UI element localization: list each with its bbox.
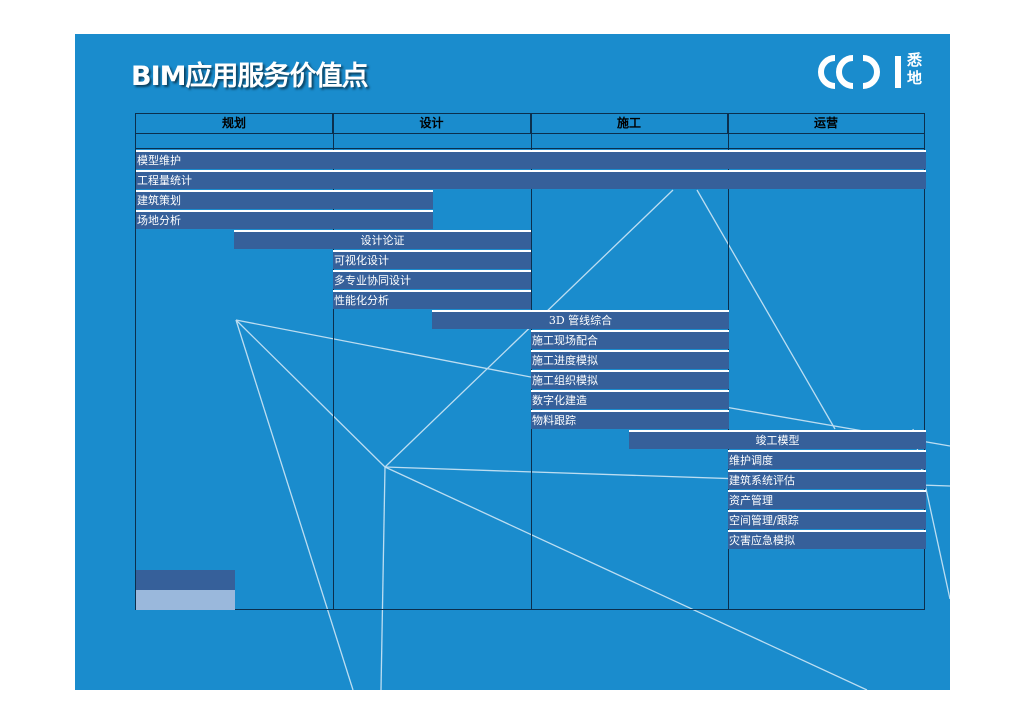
legend-swatch-light xyxy=(136,590,235,610)
task-bar-maintenance-scheduling: 维护调度 xyxy=(728,450,926,469)
slide: BIM应用服务价值点 悉 地 规划 设计 施工 运营 模型维护 工程量统计 建筑… xyxy=(75,34,950,690)
header-divider-2 xyxy=(136,148,924,149)
task-bar-performance-analysis: 性能化分析 xyxy=(333,290,531,309)
header-divider xyxy=(136,133,924,134)
task-bar-organization-simulation: 施工组织模拟 xyxy=(531,370,729,389)
phase-task-chart: 规划 设计 施工 运营 模型维护 工程量统计 建筑策划 场地分析 设计论证 可视… xyxy=(135,113,926,610)
logo-text: 悉 地 xyxy=(907,51,923,87)
task-bar-site-coordination: 施工现场配合 xyxy=(531,330,729,349)
task-bar-3d-pipeline: 3D 管线综合 xyxy=(432,310,729,329)
task-bar-material-tracking: 物料跟踪 xyxy=(531,410,729,429)
phase-header-planning: 规划 xyxy=(136,114,333,133)
legend-swatch-dark xyxy=(136,570,235,590)
phase-header-construction: 施工 xyxy=(531,114,728,133)
phase-header-operation: 运营 xyxy=(728,114,924,133)
phase-header-design: 设计 xyxy=(333,114,531,133)
task-bar-asset-management: 资产管理 xyxy=(728,490,926,509)
column-divider xyxy=(333,114,334,609)
task-bar-schedule-simulation: 施工进度模拟 xyxy=(531,350,729,369)
page-title: BIM应用服务价值点 xyxy=(131,61,368,92)
task-bar-design-verification: 设计论证 xyxy=(234,230,531,249)
task-bar-disaster-simulation: 灾害应急模拟 xyxy=(728,530,926,549)
task-bar-as-built-model: 竣工模型 xyxy=(629,430,926,449)
company-logo: 悉 地 xyxy=(815,51,930,92)
task-bar-site-analysis: 场地分析 xyxy=(136,210,433,229)
task-bar-quantity-takeoff: 工程量统计 xyxy=(136,170,926,189)
task-bar-building-planning: 建筑策划 xyxy=(136,190,433,209)
task-bar-model-maintenance: 模型维护 xyxy=(136,150,926,169)
logo-mark-icon xyxy=(818,55,901,89)
task-bar-multidiscipline-collaboration: 多专业协同设计 xyxy=(333,270,531,289)
task-bar-space-management: 空间管理/跟踪 xyxy=(728,510,926,529)
task-bar-building-system-evaluation: 建筑系统评估 xyxy=(728,470,926,489)
task-bar-digital-fabrication: 数字化建造 xyxy=(531,390,729,409)
task-bar-visual-design: 可视化设计 xyxy=(333,250,531,269)
